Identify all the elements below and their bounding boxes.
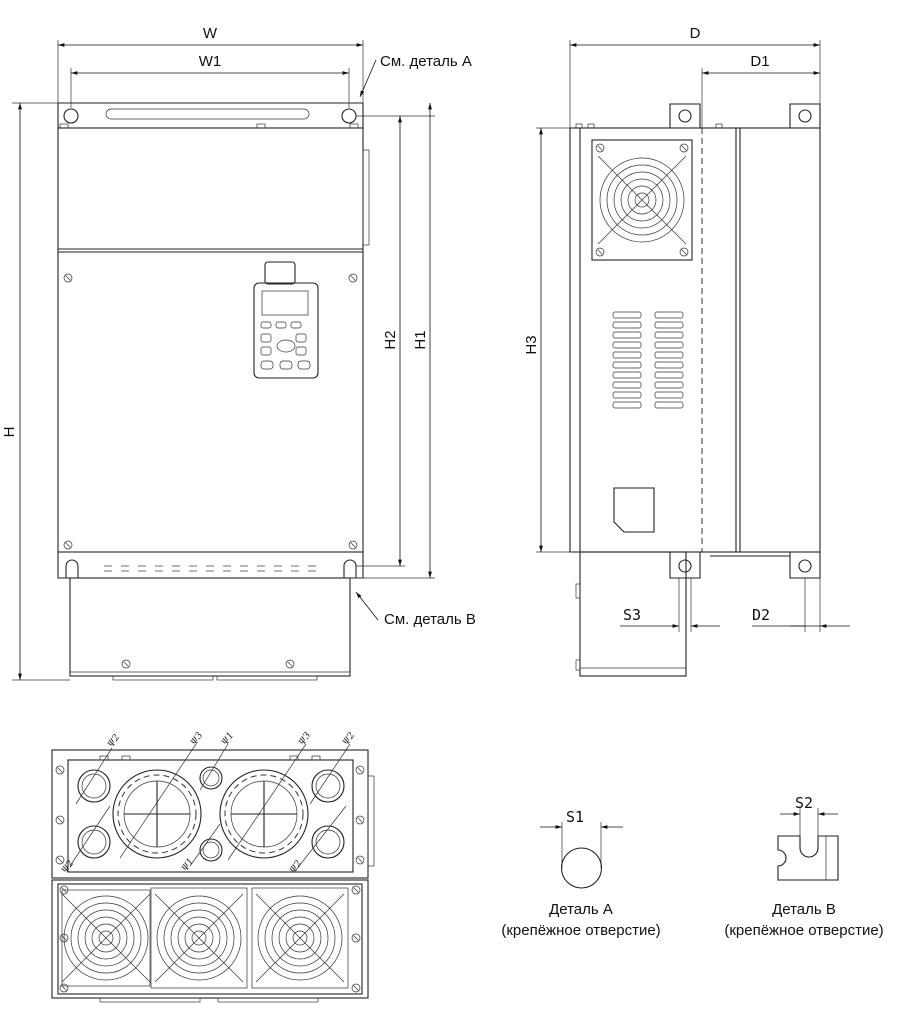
dim-d1-label: D1 <box>750 53 769 70</box>
dim-s3-label: S3 <box>623 606 641 624</box>
detail-a-title: Деталь А <box>549 901 613 918</box>
dim-h2-label: H2 <box>382 330 399 349</box>
dim-phi2-label-d: Ψ2 <box>288 859 304 876</box>
dim-phi1-label-a: Ψ1 <box>220 731 236 748</box>
fan-icon <box>150 887 248 989</box>
front-view: W W1 H H2 H1 См. деталь А См. деталь В <box>1 25 476 681</box>
dim-d-label: D <box>690 25 701 42</box>
dim-phi2-label-a: Ψ2 <box>106 733 122 750</box>
dim-phi3-label-a: Ψ3 <box>189 731 205 748</box>
dim-phi2-label-c: Ψ2 <box>60 859 76 876</box>
callout-detail-a: См. деталь А <box>380 53 472 70</box>
detail-a-subtitle: (крепёжное отверстие) <box>501 922 660 939</box>
detail-b-title: Деталь В <box>772 901 836 918</box>
detail-a: S1 Деталь А (крепёжное отверстие) <box>501 808 660 939</box>
fan-icon <box>597 155 687 245</box>
keypad-icon <box>253 261 319 379</box>
fan-icon <box>61 889 151 987</box>
side-view: D D1 H3 S3 D2 <box>523 25 850 677</box>
callout-detail-b: См. деталь В <box>384 611 476 628</box>
dim-w1-label: W1 <box>199 53 222 70</box>
dim-phi3-label-b: Ψ3 <box>297 731 313 748</box>
dim-h-label: H <box>1 427 18 438</box>
detail-b: S2 Деталь В (крепёжное отверстие) <box>724 794 883 939</box>
detail-b-subtitle: (крепёжное отверстие) <box>724 922 883 939</box>
dim-s2-label: S2 <box>795 794 813 812</box>
dim-w-label: W <box>203 25 218 42</box>
fan-icon <box>251 887 349 989</box>
bottom-view: Ψ2 Ψ3 Ψ1 Ψ3 Ψ2 Ψ2 Ψ1 Ψ2 <box>51 731 375 1003</box>
dim-phi1-label-b: Ψ1 <box>180 857 196 874</box>
dim-h3-label: H3 <box>523 335 540 354</box>
dim-h1-label: H1 <box>412 330 429 349</box>
dim-phi2-label-b: Ψ2 <box>341 731 357 748</box>
dim-d2-label: D2 <box>752 606 770 624</box>
dim-s1-label: S1 <box>566 808 584 826</box>
